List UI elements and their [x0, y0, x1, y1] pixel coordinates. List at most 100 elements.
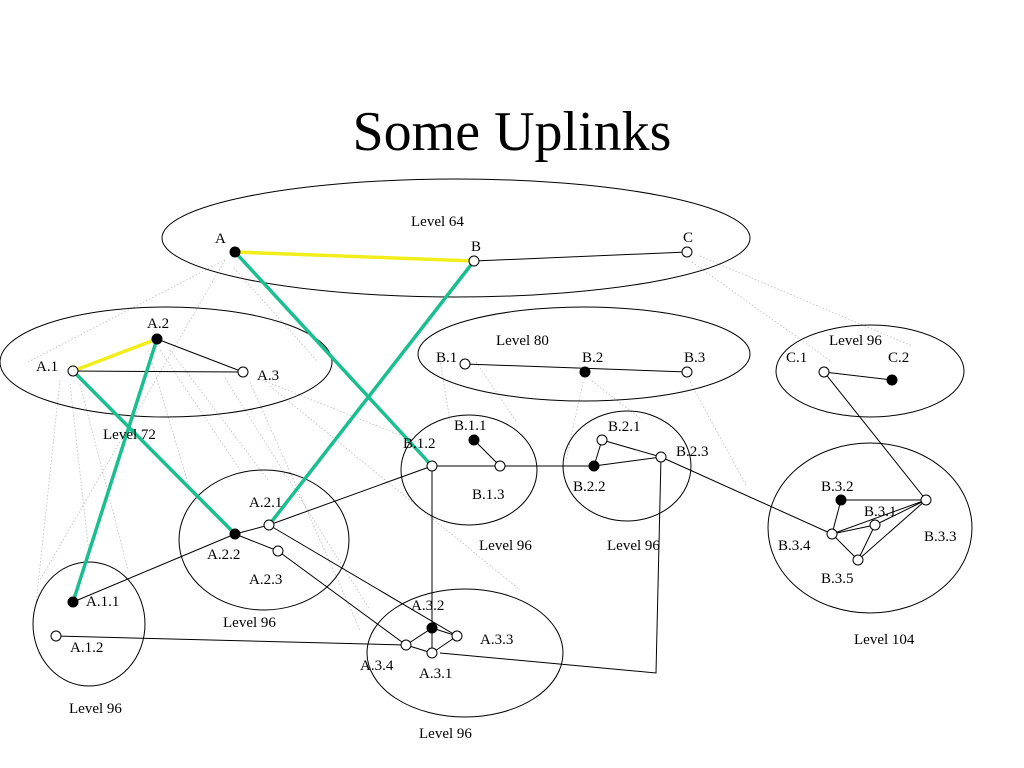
edge — [831, 499, 927, 535]
cluster-label: Level 96 — [829, 333, 882, 349]
node-label: C.2 — [888, 350, 909, 366]
node-label: B.3.1 — [864, 504, 897, 520]
dotted-link — [169, 349, 269, 481]
cluster-label: Level 104 — [854, 632, 915, 648]
cluster-ellipse — [0, 306, 333, 418]
node-label: B.2 — [582, 350, 603, 366]
cluster-label: Level 96 — [69, 701, 122, 717]
edge — [857, 499, 927, 561]
cluster-ellipse — [178, 469, 350, 611]
cluster-ellipse — [366, 588, 564, 718]
dotted-link — [689, 381, 747, 486]
dotted-link — [269, 385, 521, 591]
edge — [831, 533, 859, 561]
node-label: A.1.1 — [86, 594, 119, 610]
node-label: A.3.1 — [419, 666, 452, 682]
graph-node — [588, 460, 600, 472]
dotted-link — [475, 361, 517, 422]
edge — [72, 370, 244, 373]
dotted-link — [691, 261, 833, 363]
edge — [55, 635, 407, 646]
dotted-link — [79, 383, 129, 571]
graph-node — [869, 519, 881, 531]
node-label: A.2.1 — [249, 495, 282, 511]
graph-node — [681, 246, 693, 258]
edge — [277, 550, 407, 646]
node-label: A.1.2 — [70, 640, 103, 656]
edge — [234, 533, 279, 552]
edge — [660, 456, 833, 535]
edge — [823, 371, 927, 501]
edge — [874, 499, 927, 526]
edge — [268, 465, 433, 526]
graph-node — [655, 451, 667, 463]
highlighted-edge — [233, 250, 476, 263]
graph-node — [50, 630, 62, 642]
edge — [831, 524, 876, 535]
graph-node — [67, 596, 79, 608]
graph-node — [67, 365, 79, 377]
edge — [268, 524, 458, 637]
node-label: B.1 — [436, 350, 457, 366]
node-label: B.3.4 — [778, 538, 811, 554]
nodes-layer — [50, 246, 932, 659]
node-label: A.3.3 — [480, 632, 513, 648]
cluster-ellipse — [32, 561, 146, 687]
node-label: A — [215, 231, 226, 247]
graph-node — [579, 366, 591, 378]
node-label: C — [683, 230, 693, 246]
edge — [473, 251, 688, 262]
edge — [473, 439, 501, 467]
node-label: A.3.2 — [411, 598, 444, 614]
graph-node — [237, 366, 249, 378]
uplink-edge — [233, 250, 434, 468]
graph-node — [229, 246, 241, 258]
cluster-label: Level 96 — [419, 726, 472, 742]
cluster-label: Level 80 — [496, 333, 549, 349]
graph-node — [151, 333, 163, 345]
graph-node — [451, 630, 463, 642]
node-label: A.2 — [147, 316, 169, 332]
graph-node — [886, 374, 898, 386]
graph-node — [426, 647, 438, 659]
dotted-link — [27, 259, 226, 363]
cluster-label: Level 96 — [479, 538, 532, 554]
graph-node — [826, 528, 838, 540]
edge — [831, 499, 842, 535]
edge — [464, 363, 688, 373]
cluster-ellipse — [417, 306, 751, 402]
graph-node — [596, 434, 608, 446]
graph-node — [681, 366, 693, 378]
node-label: A.2.3 — [249, 572, 282, 588]
edge — [857, 524, 876, 561]
cluster-ellipse — [775, 324, 965, 418]
uplink-edge — [71, 337, 159, 604]
uplink-edge — [267, 259, 476, 527]
graph-node — [468, 255, 480, 267]
node-label: B.3.3 — [924, 529, 957, 545]
cluster-label: Level 64 — [411, 214, 464, 230]
graph-node — [835, 494, 847, 506]
dotted-link — [224, 377, 371, 611]
dotted-link — [565, 381, 584, 461]
uplinks-layer — [71, 250, 476, 604]
dotted-link — [35, 379, 61, 605]
graph-node — [426, 460, 438, 472]
graph-node — [459, 358, 471, 370]
node-label: A.2.2 — [207, 547, 240, 563]
node-label: B.1.3 — [472, 487, 505, 503]
edge — [593, 456, 662, 467]
dotted-link — [439, 359, 451, 422]
node-label: B.1.1 — [454, 418, 487, 434]
node-label: B.3.2 — [821, 479, 854, 495]
cluster-ellipse — [400, 414, 538, 526]
uplink-edge — [71, 369, 237, 536]
graph-node — [263, 519, 275, 531]
node-label: B.2.3 — [676, 444, 709, 460]
graph-node — [272, 545, 284, 557]
highlighted-edge — [71, 337, 159, 373]
slide-title: Some Uplinks — [352, 101, 672, 163]
cluster-ellipse — [161, 178, 751, 298]
graph-node — [494, 460, 506, 472]
